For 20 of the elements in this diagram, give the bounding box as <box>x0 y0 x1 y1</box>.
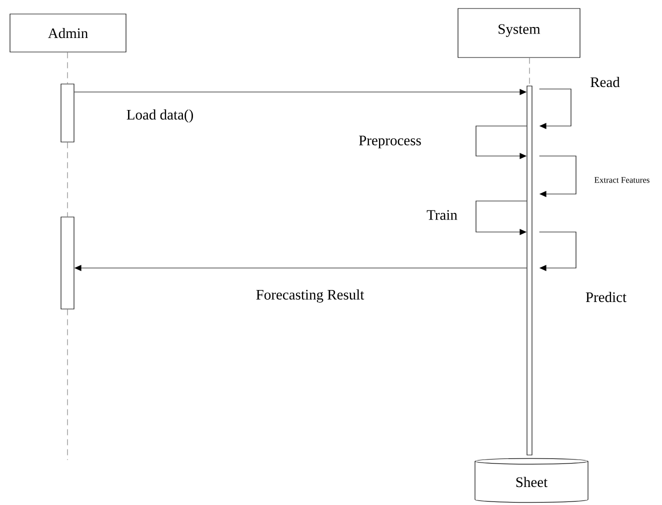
self-message-arrow <box>539 156 576 198</box>
self-message-arrow <box>539 88 572 130</box>
self-message-arrow <box>539 232 576 272</box>
activation-bar <box>60 84 74 142</box>
message-label: Read <box>590 76 620 88</box>
message-label: Preprocess <box>359 136 421 148</box>
message-label: Train <box>426 210 458 220</box>
activation-bar <box>60 216 74 310</box>
lifeline <box>67 309 68 460</box>
activation-bar <box>526 86 532 456</box>
lifeline <box>67 142 68 217</box>
lifeline <box>529 58 530 86</box>
message-label: Predict <box>586 292 626 302</box>
participant-box: Admin <box>10 14 126 52</box>
lifeline <box>67 52 68 84</box>
database-cylinder: Sheet <box>474 458 588 503</box>
message-label: Forecasting Result <box>256 289 364 303</box>
participant-box: System <box>458 8 580 58</box>
message-label: Extract Features <box>594 177 650 183</box>
message-label: Load data() <box>126 109 193 123</box>
